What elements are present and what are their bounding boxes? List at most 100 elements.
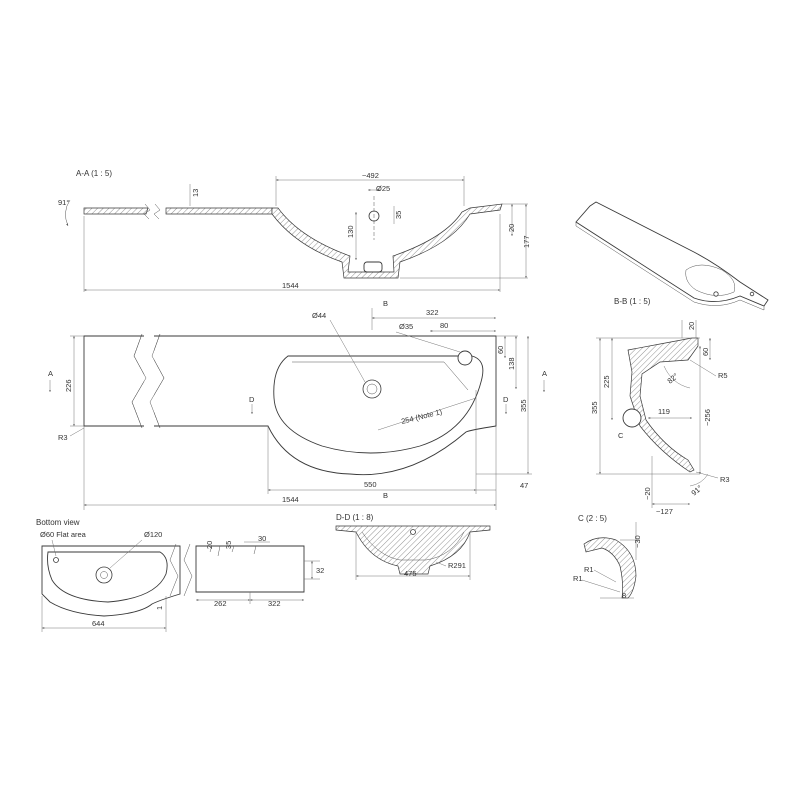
detail-c-r1a-leader <box>593 569 617 583</box>
detail-c-title: C (2 : 5) <box>578 514 607 523</box>
bottom-ribs <box>209 545 257 557</box>
top-dim-550: 550 <box>364 480 377 489</box>
iso-drain <box>713 291 719 297</box>
section-aa: A-A (1 : 5) 91° ~492 Ø25 35 13 130 20 <box>58 169 531 292</box>
bb-dim-256: ~256 <box>703 409 712 426</box>
aa-angle-label: 91° <box>58 198 69 207</box>
top-overflow-leader <box>395 331 461 353</box>
bb-r3-leader <box>695 471 719 479</box>
iso-tap-hole <box>749 291 755 297</box>
top-dim-355: 355 <box>519 399 528 412</box>
aa-dim-hole-depth: 35 <box>394 211 403 219</box>
section-dd: D-D (1 : 8) 475 R291 <box>335 513 491 580</box>
aa-slab-mid <box>165 207 273 215</box>
top-view: Ø44 B 322 Ø35 80 60 138 355 A 226 A R3 D… <box>48 299 547 510</box>
detail-c-section <box>583 537 637 599</box>
top-dim-80: 80 <box>440 321 448 330</box>
aa-basin-section <box>271 203 503 279</box>
top-dim-radius: R3 <box>58 433 68 442</box>
bottom-dim-322: 322 <box>268 599 281 608</box>
section-dd-title: D-D (1 : 8) <box>336 513 374 522</box>
detail-c-dim-30: ~30 <box>633 535 642 548</box>
aa-break-2 <box>153 203 161 220</box>
bottom-dim-35: 35 <box>224 541 233 549</box>
aa-dim-hole-dia: Ø25 <box>376 184 390 193</box>
dd-section <box>335 525 491 575</box>
top-section-d-right: D <box>503 395 509 404</box>
bb-detail-c-circle <box>622 408 642 428</box>
dd-r291-leader <box>435 561 447 567</box>
aa-dim-length: 1544 <box>282 281 299 290</box>
top-section-a-right: A <box>542 369 547 378</box>
bottom-dim-644: 644 <box>92 619 105 628</box>
bottom-overflow <box>53 557 59 563</box>
top-tap-hole <box>362 379 382 399</box>
dd-hole <box>410 529 416 535</box>
bottom-flat-leader <box>51 539 57 557</box>
bb-angle-91-arc <box>689 473 709 487</box>
bottom-dim-32: 32 <box>316 566 324 575</box>
aa-break-1 <box>143 203 151 220</box>
bb-detail-c: C <box>618 431 624 440</box>
section-bb: B-B (1 : 5) C 355 225 20 60 82° R5 119 ~… <box>590 297 730 516</box>
detail-c-dim-r1b: R1 <box>573 574 583 583</box>
bb-r5-leader <box>689 359 717 377</box>
iso-basin <box>685 264 735 296</box>
aa-dim-height: 177 <box>522 235 531 248</box>
bb-dim-r3: R3 <box>720 475 730 484</box>
top-dim-1544: 1544 <box>282 495 299 504</box>
bottom-right-outline <box>195 545 305 593</box>
bottom-dim-30: 30 <box>258 534 266 543</box>
bb-dim-127: ~127 <box>656 507 673 516</box>
top-dim-322: 322 <box>426 308 439 317</box>
bb-angle-arc <box>663 365 691 389</box>
top-tap-leader <box>329 319 366 383</box>
bottom-flat-area: Ø60 Flat area <box>40 530 87 539</box>
aa-drain <box>363 261 383 273</box>
top-radius-leader <box>69 427 85 437</box>
top-overflow-channel <box>292 361 469 391</box>
top-basin <box>273 355 484 454</box>
aa-slab-left <box>83 207 149 215</box>
bb-section <box>627 337 699 473</box>
aa-dim-thickness: 13 <box>191 189 200 197</box>
aa-dim-edge: 20 <box>507 224 516 232</box>
isometric-view <box>575 201 769 311</box>
top-note-line <box>377 397 477 431</box>
iso-top <box>575 201 769 307</box>
detail-c-dim-r1a: R1 <box>584 565 594 574</box>
bottom-title: Bottom view <box>36 518 80 527</box>
bb-dim-355: 355 <box>590 401 599 414</box>
bottom-break-2 <box>183 543 193 597</box>
bottom-left-inner <box>47 551 168 603</box>
bottom-left-outline <box>41 545 181 617</box>
aa-dim-width: ~492 <box>362 171 379 180</box>
top-tap-hole-inner <box>366 383 378 395</box>
top-dim-tap-hole: Ø44 <box>312 311 326 320</box>
top-break-gap <box>144 332 154 430</box>
bb-dim-20b: ~20 <box>643 487 652 500</box>
section-bb-title: B-B (1 : 5) <box>614 297 651 306</box>
aa-dim-basin-depth: 130 <box>346 225 355 238</box>
bottom-dim-262: 262 <box>214 599 227 608</box>
top-dim-overflow-dia: Ø35 <box>399 322 413 331</box>
bb-dim-82: 82° <box>666 371 680 385</box>
bottom-break-1 <box>169 543 179 597</box>
angle-arc <box>65 199 71 227</box>
bottom-dim-20: 20 <box>205 541 214 549</box>
top-section-a-left: A <box>48 369 53 378</box>
top-dim-47: 47 <box>520 481 528 490</box>
top-section-b-top: B <box>383 299 388 308</box>
dd-dim-r291: R291 <box>448 561 466 570</box>
bb-dim-60: 60 <box>701 348 710 356</box>
top-section-b-bottom: B <box>383 491 388 500</box>
top-section-d-left: D <box>249 395 255 404</box>
iso-thickness <box>575 222 765 311</box>
dd-dim-475: 475 <box>404 569 417 578</box>
bb-dim-r5: R5 <box>718 371 728 380</box>
detail-c-r1b-leader <box>581 579 621 593</box>
top-overflow-hole <box>457 350 473 366</box>
top-dim-226: 226 <box>64 379 73 392</box>
detail-c: C (2 : 5) ~30 R1 R1 8 <box>573 514 642 600</box>
